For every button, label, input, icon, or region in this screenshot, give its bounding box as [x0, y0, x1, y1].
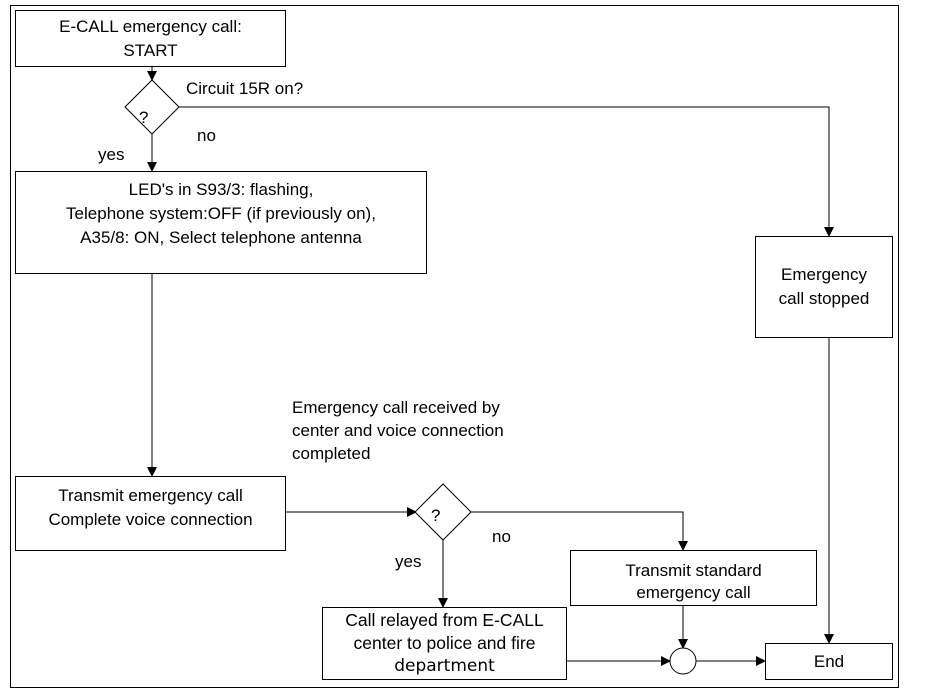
relayed-line-2: center to police and fire — [353, 633, 536, 653]
relayed-box: Call relayed from E-CALL center to polic… — [322, 607, 567, 680]
leds-line-3: A35/8: ON, Select telephone antenna — [80, 227, 362, 247]
start-line-2: START — [123, 40, 178, 60]
decision-received-question: Emergency call received by center and vo… — [292, 396, 504, 465]
standard-line-1: Transmit standard — [625, 561, 762, 580]
decision-received-symbol: ? — [431, 506, 441, 525]
relayed-line-3: department — [394, 656, 495, 676]
decision-circuit-no-label: no — [197, 126, 216, 145]
standard-line-2: emergency call — [636, 583, 751, 602]
outer-frame — [10, 5, 899, 688]
decision-received-question-line-3: completed — [292, 444, 371, 463]
decision-circuit-diamond — [124, 79, 180, 135]
standard-box: Transmit standard emergency call — [570, 550, 817, 606]
leds-box: LED's in S93/3: flashing, Telephone syst… — [15, 171, 427, 274]
decision-received-question-line-2: center and voice connection — [292, 421, 504, 440]
decision-received-yes-label: yes — [395, 552, 422, 571]
leds-line-2: Telephone system:OFF (if previously on), — [66, 203, 376, 223]
stopped-line-2: call stopped — [778, 289, 870, 308]
start-box: E-CALL emergency call: START — [15, 10, 286, 67]
relayed-line-1: Call relayed from E-CALL — [345, 610, 544, 630]
stopped-line-1: Emergency — [781, 265, 867, 284]
decision-circuit-question: Circuit 15R on? — [186, 79, 304, 98]
decision-circuit-symbol: ? — [139, 108, 149, 127]
transmit-box: Transmit emergency call Complete voice c… — [15, 476, 286, 551]
decision-received-no-label: no — [492, 527, 511, 546]
decision-circuit-yes-label: yes — [98, 145, 125, 164]
edge-circuit-no — [179, 106, 834, 237]
junction-circle — [669, 647, 697, 675]
decision-received-diamond — [414, 483, 472, 541]
end-box: End — [765, 643, 893, 680]
stopped-box: Emergency call stopped — [755, 236, 893, 338]
transmit-line-2: Complete voice connection — [48, 509, 253, 529]
edge-received-no — [471, 511, 688, 551]
decision-received-question-line-1: Emergency call received by — [292, 398, 500, 417]
leds-line-1: LED's in S93/3: flashing, — [128, 179, 314, 199]
transmit-line-1: Transmit emergency call — [58, 485, 243, 505]
end-label: End — [813, 651, 845, 671]
start-line-1: E-CALL emergency call: — [59, 16, 242, 36]
